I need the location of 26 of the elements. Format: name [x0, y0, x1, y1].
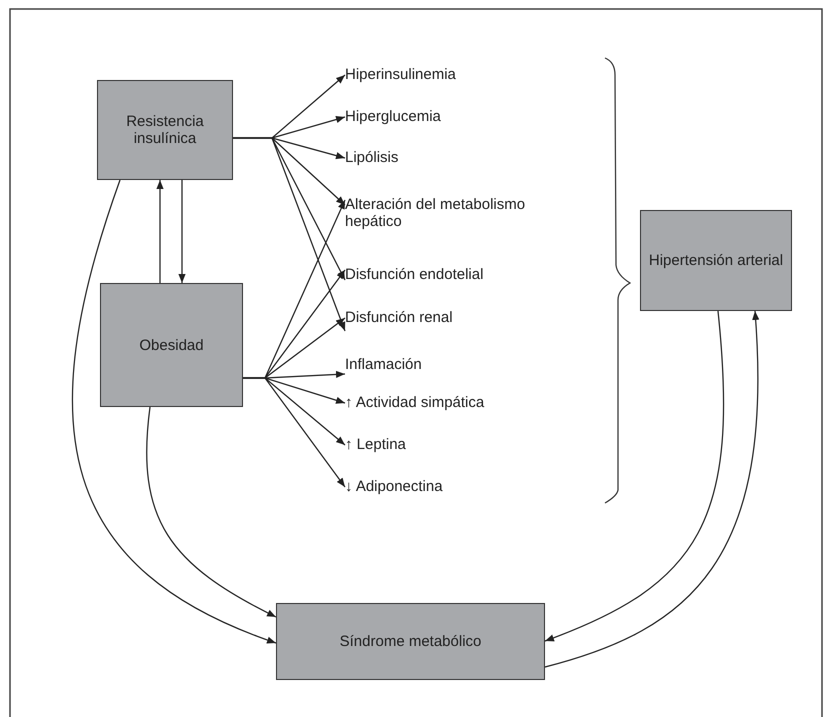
process-box [276, 603, 545, 680]
arrow [243, 377, 346, 488]
effect-label: Alteración del metabolismo hepático [345, 196, 550, 230]
process-box [100, 283, 243, 407]
process-box [97, 80, 233, 180]
box-label: Síndrome metabólico [338, 633, 482, 650]
effect-label: Inflamación [345, 356, 545, 373]
effect-label: Disfunción renal [345, 309, 545, 326]
arrow [233, 137, 346, 332]
arrow [178, 180, 186, 283]
box-label: Resistencia insulínica [125, 113, 205, 147]
box-label: Hipertensión arterial [648, 252, 784, 269]
effect-label: ↑ Leptina [345, 436, 545, 453]
box-label: Obesidad [138, 336, 205, 354]
effect-label: Disfunción endotelial [345, 266, 545, 283]
effect-label: Hiperinsulinemia [345, 66, 545, 83]
arrow [544, 310, 760, 668]
arrow [72, 180, 276, 644]
arrow [544, 310, 724, 642]
effect-label: ↑ Actividad simpática [345, 394, 545, 411]
effect-label: Lipólisis [345, 149, 545, 166]
arrow [156, 180, 164, 283]
arrow [146, 406, 276, 618]
effect-label: ↓ Adiponectina [345, 478, 545, 495]
effect-label: Hiperglucemia [345, 108, 545, 125]
process-box [640, 210, 792, 311]
